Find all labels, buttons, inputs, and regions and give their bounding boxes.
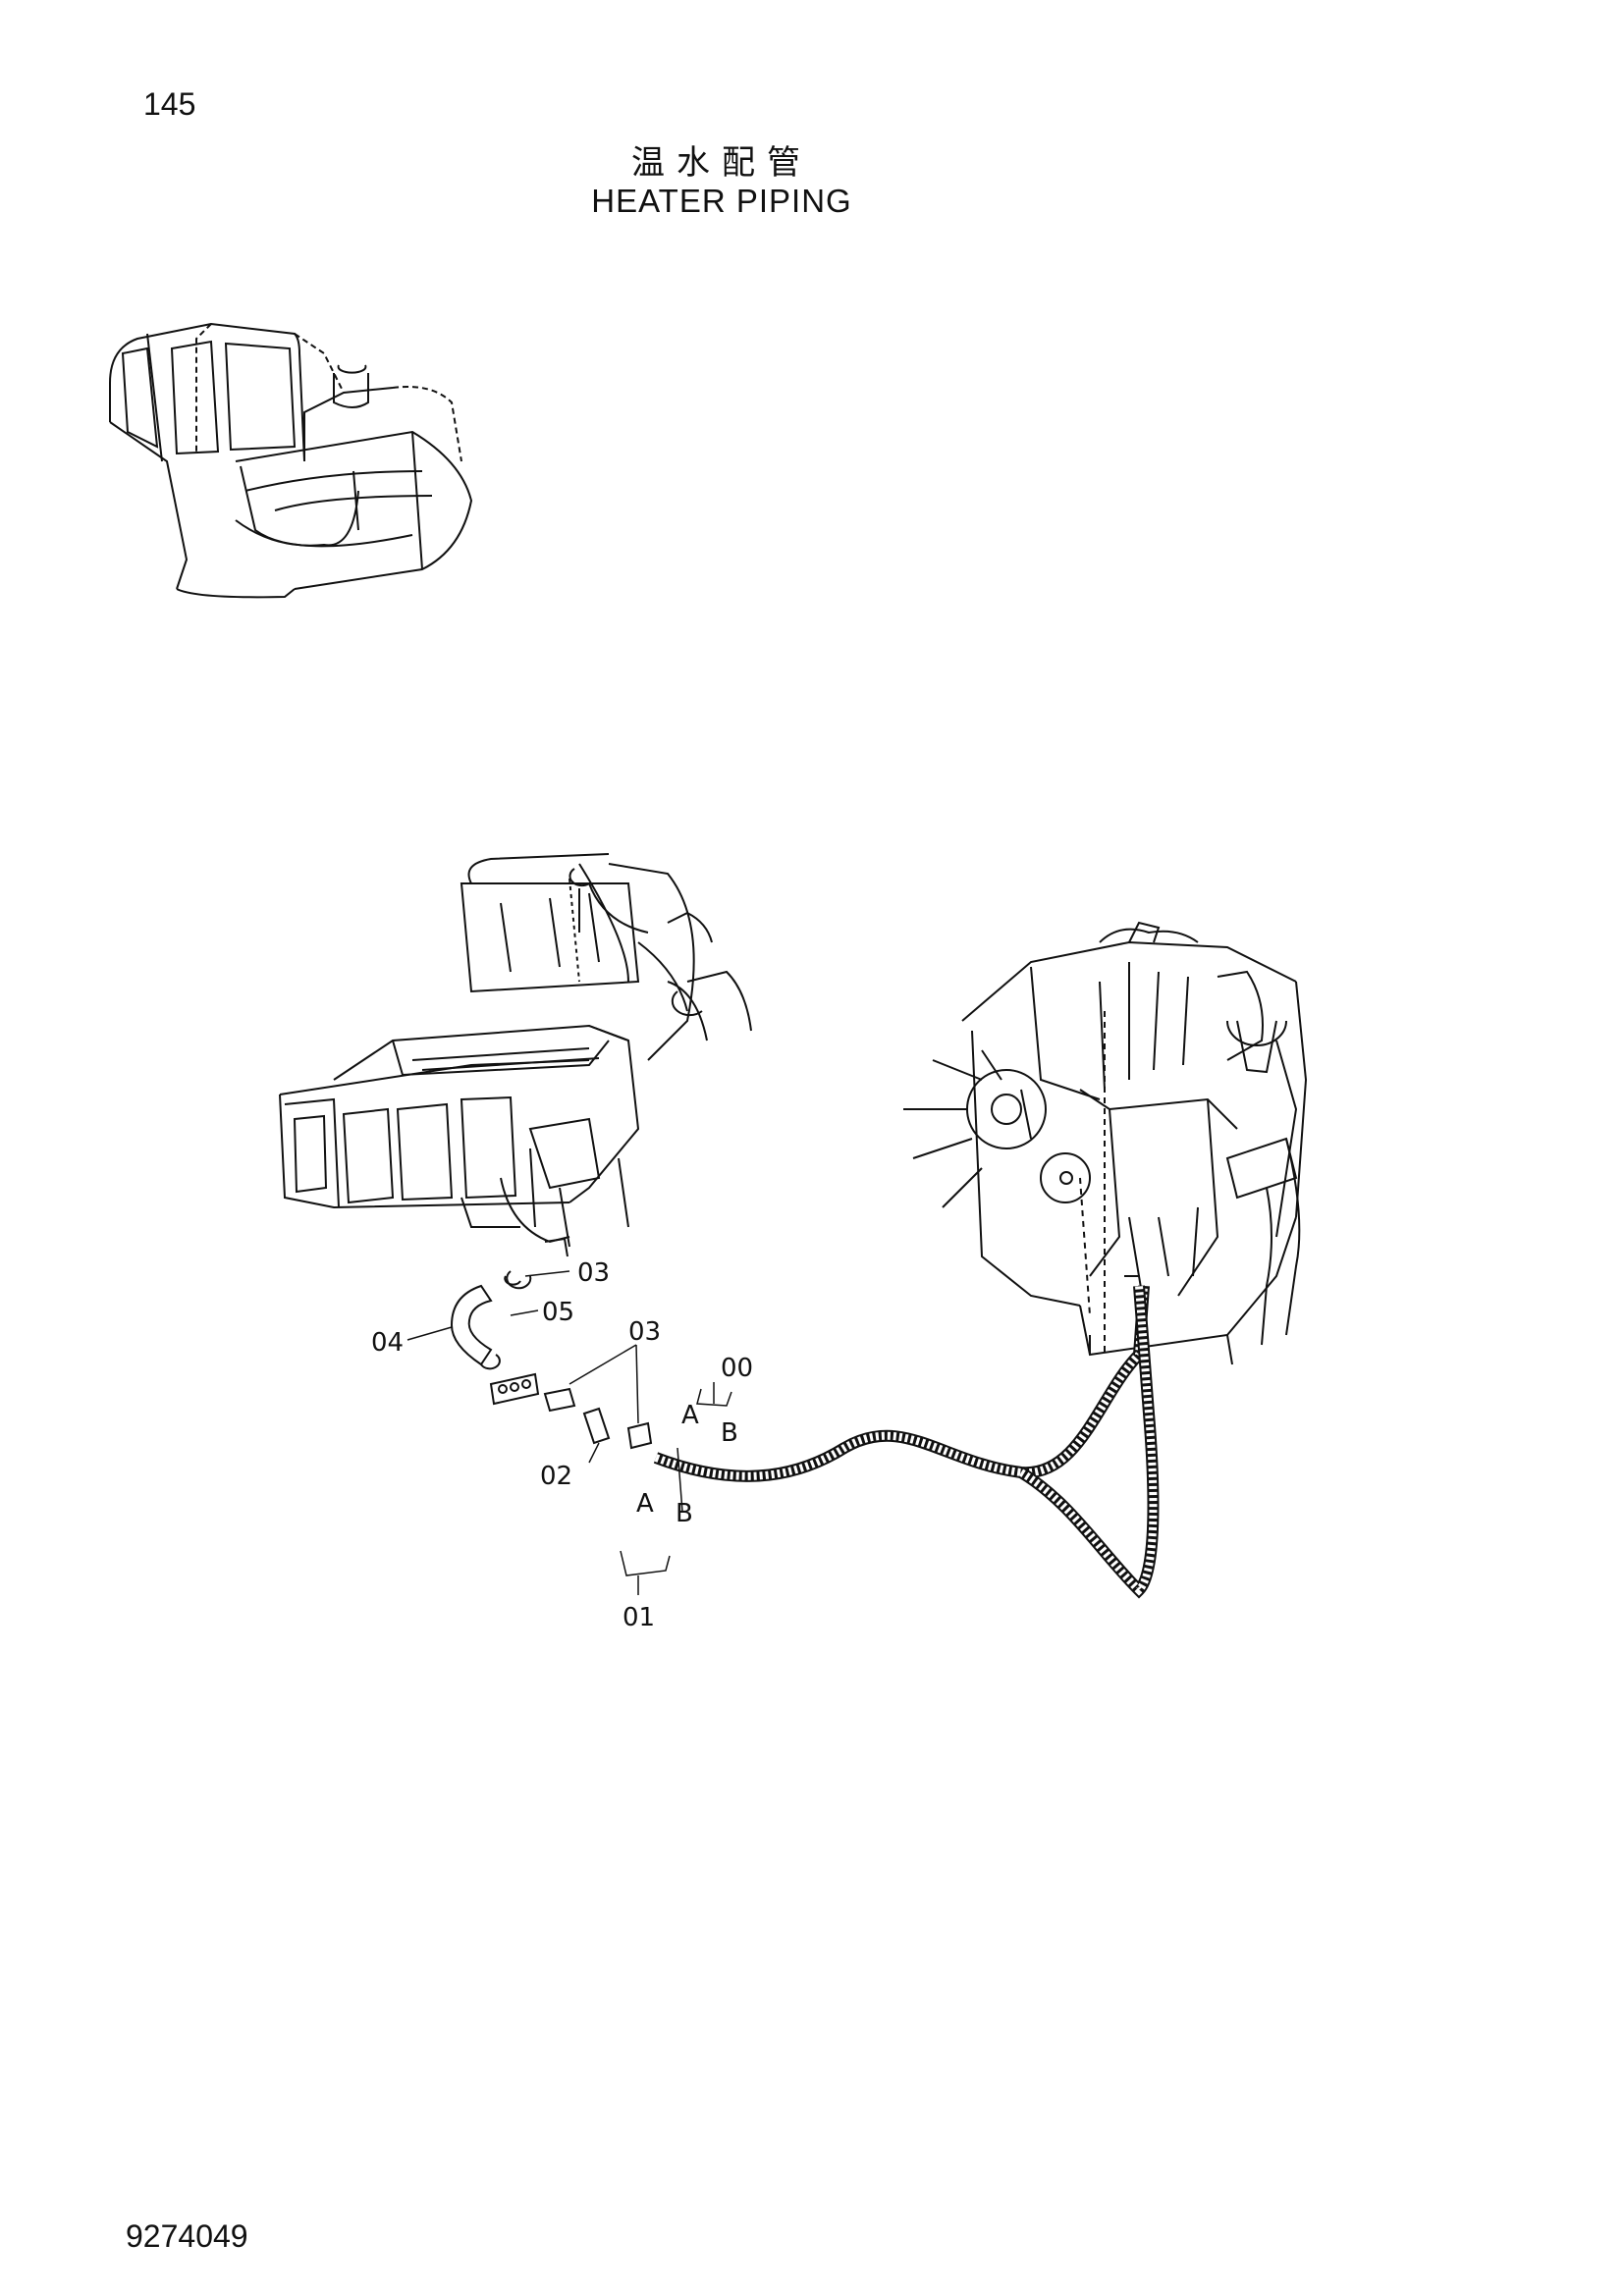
callout-00: 00 [721, 1354, 753, 1383]
callout-03-mid: 03 [628, 1317, 661, 1347]
label-a-top: A [681, 1401, 699, 1430]
heater-hose [653, 1285, 1160, 1599]
label-b-top: B [721, 1418, 738, 1448]
callout-05: 05 [542, 1298, 574, 1327]
document-number: 9274049 [126, 2218, 248, 2254]
excavator-overview-illustration [109, 322, 473, 599]
callout-03-top: 03 [577, 1258, 610, 1288]
leader-lines [406, 1270, 732, 1595]
title-japanese: 温水配管 [631, 143, 812, 183]
label-a-bottom: A [636, 1489, 654, 1519]
heater-unit-illustration [279, 853, 752, 1257]
small-parts [450, 1270, 653, 1450]
engine-illustration [903, 921, 1308, 1365]
label-b-bottom: B [676, 1499, 693, 1528]
callout-02: 02 [540, 1462, 572, 1491]
title-english: HEATER PIPING [591, 183, 852, 219]
page-number: 145 [143, 86, 196, 122]
callout-01: 01 [623, 1603, 655, 1632]
callout-04: 04 [371, 1328, 404, 1358]
